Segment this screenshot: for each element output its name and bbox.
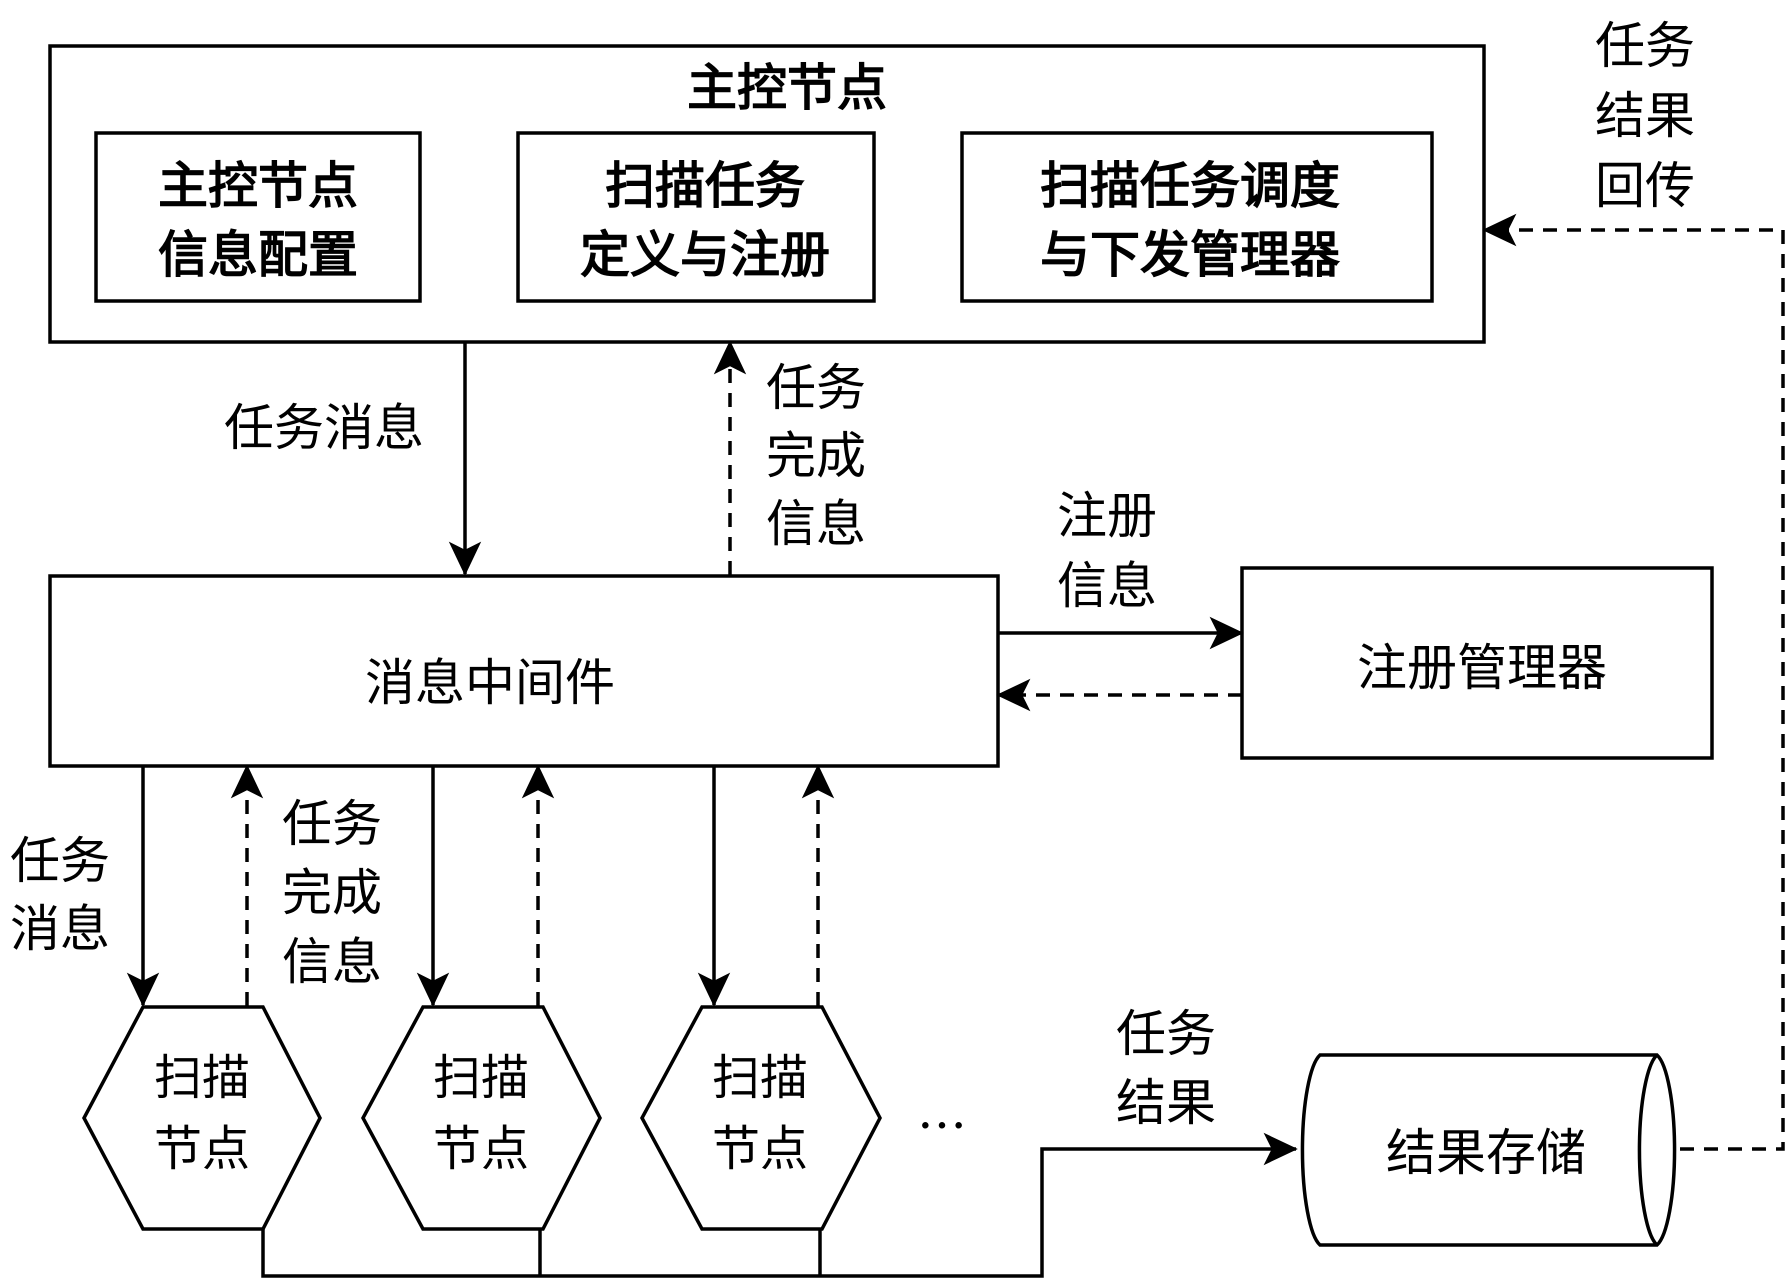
register-info-label-line1: 注册 (1057, 487, 1157, 545)
task-define-label-line1: 扫描任务 (605, 156, 805, 215)
task-complete-label-left-line1: 任务 (282, 795, 382, 853)
scan-node-2: 扫描 节点 (361, 1005, 602, 1231)
scan-node-label-line2: 节点 (712, 1121, 808, 1177)
task-message-label-left-line1: 任务 (10, 832, 110, 890)
master-node-title: 主控节点 (687, 58, 887, 117)
more-nodes-ellipsis: … (917, 1082, 967, 1140)
scan-node-1: 扫描 节点 (82, 1005, 322, 1231)
master-config-box (94, 131, 422, 303)
task-complete-label-left-line3: 信息 (282, 933, 382, 991)
task-scheduler-label-line2: 与下发管理器 (1040, 225, 1341, 284)
master-config-label-line1: 主控节点 (158, 156, 358, 215)
registry-manager-box (1240, 566, 1714, 760)
scan-node-1-connections (126, 764, 264, 1007)
scan-node-label-line2: 节点 (433, 1121, 529, 1177)
scan-node-label-line2: 节点 (154, 1121, 250, 1177)
task-result-label-line1: 任务 (1116, 1005, 1216, 1063)
result-storage-label: 结果存储 (1386, 1124, 1586, 1182)
scan-node-3: 扫描 节点 (640, 1005, 882, 1231)
task-scheduler-box (960, 131, 1434, 303)
task-message-label-top: 任务消息 (224, 399, 424, 457)
scan-node-label-line1: 扫描 (712, 1050, 808, 1106)
result-return-arrow (1482, 213, 1785, 1151)
task-result-bus (261, 1132, 1298, 1278)
scan-node-hexagon (82, 1005, 322, 1231)
scan-node-label-line1: 扫描 (154, 1050, 250, 1106)
task-result-label-line2: 结果 (1116, 1074, 1216, 1132)
scan-node-2-connections (416, 764, 555, 1007)
message-middleware-label: 消息中间件 (365, 654, 615, 712)
task-define-register-box (516, 131, 876, 303)
scan-node-label-line1: 扫描 (433, 1050, 529, 1106)
task-complete-label-top-line1: 任务 (766, 359, 866, 417)
master-config-label-line2: 信息配置 (158, 225, 358, 284)
scan-node-hexagon (640, 1005, 882, 1231)
task-define-label-line2: 定义与注册 (580, 225, 830, 284)
task-message-label-left-line2: 消息 (10, 900, 110, 958)
task-complete-label-top-line3: 信息 (766, 495, 866, 553)
task-complete-label-top-line2: 完成 (766, 427, 866, 485)
result-return-label-line1: 任务 (1595, 17, 1695, 75)
result-storage: 结果存储 (1300, 1053, 1677, 1247)
task-complete-label-left-line2: 完成 (282, 864, 382, 922)
storage-cylinder-rim (1637, 1053, 1659, 1247)
result-return-label-line3: 回传 (1595, 157, 1695, 215)
task-scheduler-label-line1: 扫描任务调度 (1040, 156, 1340, 215)
result-return-label-line2: 结果 (1595, 87, 1695, 145)
registry-manager-label: 注册管理器 (1357, 639, 1607, 697)
scan-node-3-connections (697, 764, 835, 1007)
register-info-label-line2: 信息 (1057, 557, 1157, 615)
master-node-group: 主控节点 主控节点 信息配置 扫描任务 定义与注册 扫描任务调度 与下发管理器 (48, 44, 1486, 344)
scan-node-hexagon (361, 1005, 602, 1231)
